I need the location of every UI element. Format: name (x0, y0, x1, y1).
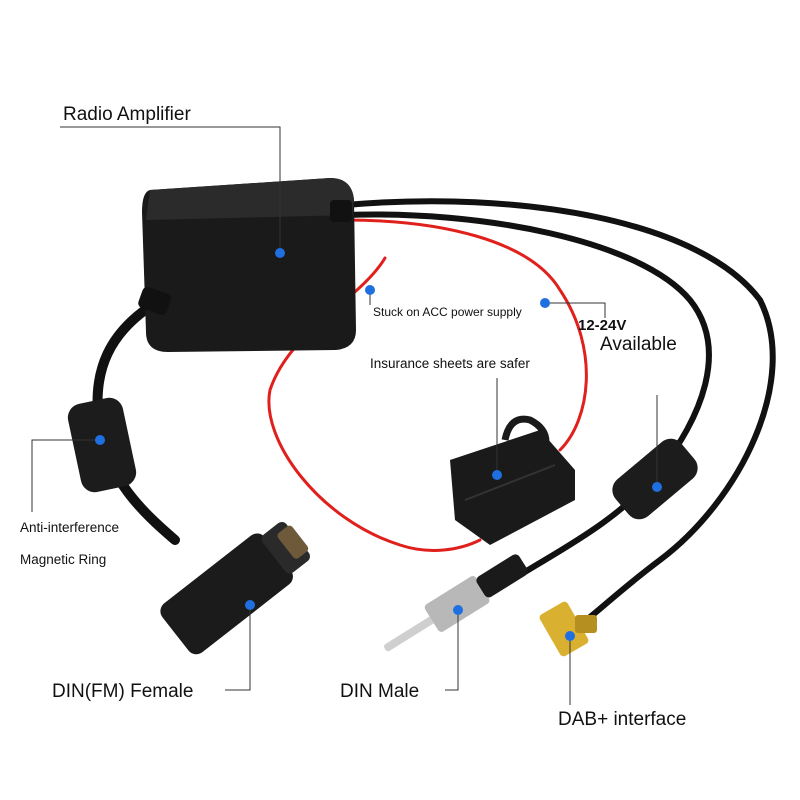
marker-dot (95, 435, 105, 445)
marker-dot (652, 482, 662, 492)
marker-dot (492, 470, 502, 480)
marker-dot (565, 631, 575, 641)
label-available: Available (600, 334, 677, 355)
label-din-male: DIN Male (340, 681, 419, 702)
label-magnetic-ring: Magnetic Ring (20, 552, 106, 567)
label-radio-amplifier: Radio Amplifier (63, 104, 191, 125)
label-din-female: DIN(FM) Female (52, 681, 193, 702)
label-acc-power: Stuck on ACC power supply (373, 305, 522, 319)
dab-connector (539, 601, 597, 657)
marker-dot (245, 600, 255, 610)
radio-amplifier-box (138, 178, 356, 352)
leader-radio-amplifier (60, 126, 281, 253)
marker-dot (453, 605, 463, 615)
label-anti-interference: Anti-interference (20, 520, 119, 535)
din-male-connector (384, 554, 528, 652)
label-dab: DAB+ interface (558, 709, 686, 730)
fuse-holder (450, 415, 575, 545)
right-ferrite-ring (612, 438, 698, 520)
left-ferrite-ring (67, 397, 137, 493)
leader-anti-interference (31, 439, 100, 512)
label-insurance: Insurance sheets are safer (370, 356, 530, 371)
leader-voltage (545, 302, 606, 318)
leader-din-male (445, 610, 459, 691)
din-female-connector (160, 521, 310, 655)
cable-to-din-male (342, 211, 712, 578)
marker-dot (365, 285, 375, 295)
label-voltage: 12-24V (578, 317, 626, 334)
marker-dot (540, 298, 550, 308)
cable-to-dab (342, 198, 776, 628)
leader-din-female (225, 605, 251, 691)
red-wire-power (343, 218, 588, 452)
marker-dot (275, 248, 285, 258)
